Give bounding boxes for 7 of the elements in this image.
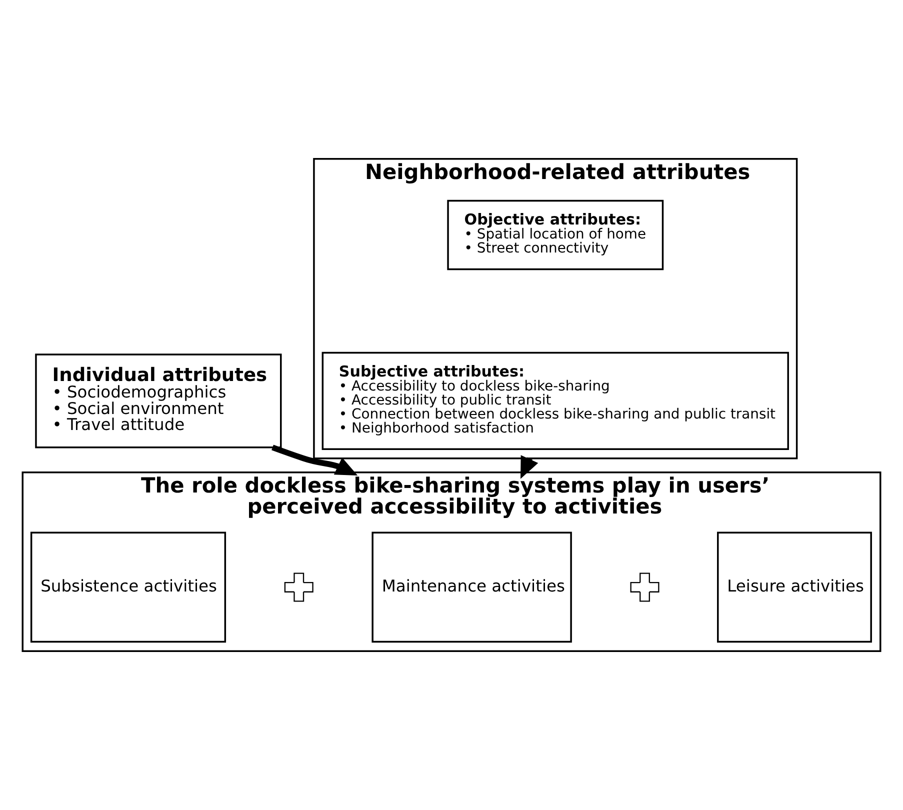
node-box: Leisure activities xyxy=(717,532,872,643)
node-box: Individual attributes • Sociodemographics • Social environment • Travel attitude xyxy=(35,354,282,448)
node-box: Subjective attributes: • Accessibility to dockless bike-sharing • Accessibility to public transit • Connection between dockless bike-sharing and public transit • Neighborhood satisfaction xyxy=(322,352,789,450)
node-box: Subsistence activities xyxy=(30,532,226,643)
arrow xyxy=(272,444,358,476)
node-box: Maintenance activities xyxy=(372,532,572,643)
node-box: Objective attributes: • Spatial location of home • Street connectivity xyxy=(447,200,664,270)
